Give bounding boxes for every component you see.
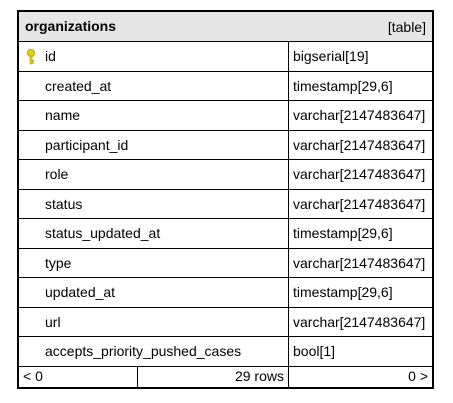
- table-footer: < 0 29 rows 0 >: [19, 367, 432, 387]
- table-header: organizations [table]: [19, 12, 432, 42]
- column-type: varchar[2147483647]: [293, 166, 426, 182]
- column-divider: [288, 248, 289, 277]
- column-type: varchar[2147483647]: [293, 254, 426, 271]
- row-count: 29 rows: [234, 368, 284, 384]
- column-type: varchar[2147483647]: [293, 107, 426, 123]
- next-page-link[interactable]: 0 >: [408, 368, 428, 384]
- column-name: role: [45, 166, 69, 182]
- column-divider: [288, 42, 289, 71]
- key-icon: [27, 49, 35, 65]
- footer-divider: [137, 367, 138, 387]
- column-list: id bigserial[19] created_at timestamp[29…: [19, 42, 432, 367]
- column-divider: [288, 101, 289, 130]
- column-row-accepts-priority-pushed-cases: accepts_priority_pushed_cases bool[1]: [19, 337, 432, 367]
- column-row-status-updated-at: status_updated_at timestamp[29,6]: [19, 219, 432, 249]
- column-name: url: [45, 313, 61, 330]
- column-name: type: [45, 254, 72, 271]
- column-type: varchar[2147483647]: [293, 195, 426, 212]
- column-row-name: name varchar[2147483647]: [19, 101, 432, 131]
- table-kind-label: [table]: [387, 19, 426, 35]
- column-divider: [288, 160, 289, 189]
- column-divider: [288, 189, 289, 218]
- column-row-participant-id: participant_id varchar[2147483647]: [19, 130, 432, 160]
- column-divider: [288, 307, 289, 336]
- column-name: status_updated_at: [45, 225, 161, 241]
- column-name: name: [45, 107, 81, 123]
- column-type: timestamp[29,6]: [293, 284, 393, 300]
- footer-divider: [288, 367, 289, 387]
- column-row-status: status varchar[2147483647]: [19, 189, 432, 219]
- column-name: created_at: [45, 77, 112, 94]
- column-name: accepts_priority_pushed_cases: [45, 343, 242, 359]
- column-divider: [288, 337, 289, 366]
- column-row-id: id bigserial[19]: [19, 42, 432, 72]
- column-type: bigserial[19]: [293, 48, 369, 64]
- column-type: varchar[2147483647]: [293, 136, 426, 153]
- column-row-role: role varchar[2147483647]: [19, 160, 432, 190]
- column-row-updated-at: updated_at timestamp[29,6]: [19, 278, 432, 308]
- column-type: bool[1]: [293, 343, 336, 359]
- column-divider: [288, 278, 289, 307]
- column-type: timestamp[29,6]: [293, 77, 393, 94]
- prev-page-link[interactable]: < 0: [23, 368, 43, 384]
- column-name: updated_at: [45, 284, 116, 300]
- column-type: varchar[2147483647]: [293, 313, 426, 330]
- column-name: id: [45, 48, 56, 64]
- column-row-created-at: created_at timestamp[29,6]: [19, 71, 432, 101]
- table-title: organizations: [25, 18, 117, 34]
- column-name: participant_id: [45, 136, 129, 153]
- column-type: timestamp[29,6]: [293, 225, 393, 241]
- column-divider: [288, 219, 289, 248]
- column-name: status: [45, 195, 83, 212]
- column-divider: [288, 71, 289, 100]
- column-row-url: url varchar[2147483647]: [19, 307, 432, 337]
- table-entity-organizations: organizations [table] id bigserial[19] c…: [17, 10, 434, 389]
- column-divider: [288, 130, 289, 159]
- column-row-type: type varchar[2147483647]: [19, 248, 432, 278]
